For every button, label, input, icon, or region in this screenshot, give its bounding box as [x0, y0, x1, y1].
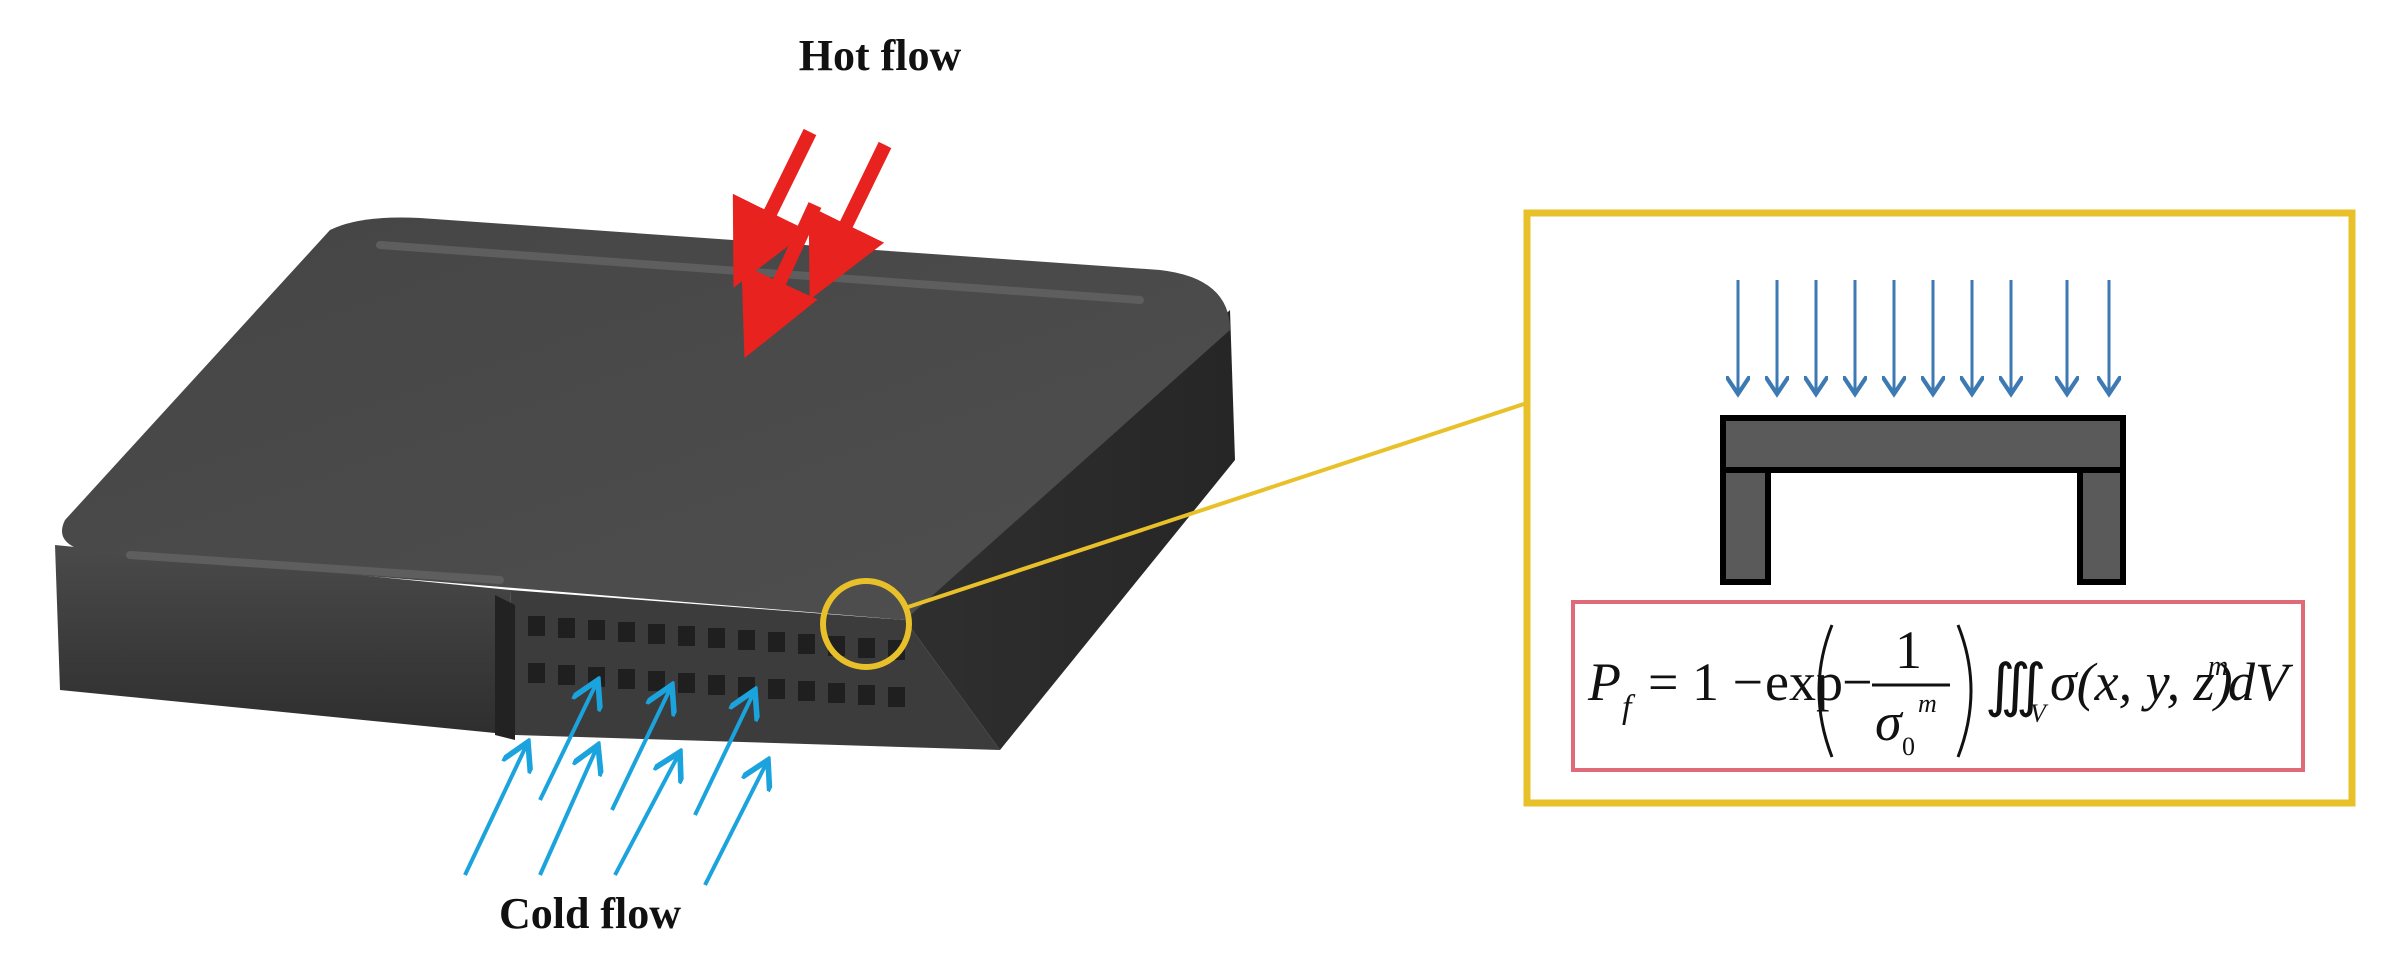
notch	[495, 595, 515, 740]
formula-denominator-subscript: 0	[1902, 732, 1915, 761]
hot-arrows	[732, 128, 892, 359]
beam-left-leg	[1720, 467, 1771, 585]
exchanger-block	[55, 217, 1235, 750]
formula-integrand-power: m	[2208, 651, 2228, 682]
red-arrow-icon	[808, 141, 892, 300]
red-arrow-icon	[741, 202, 822, 359]
formula-differential: dV	[2228, 652, 2294, 712]
load-arrows	[1738, 280, 2109, 394]
blue-arrow-icon	[703, 760, 768, 886]
hot-flow-label: Hot flow	[799, 31, 962, 80]
top-face	[62, 217, 1230, 620]
blue-arrow-icon	[693, 690, 755, 816]
failure-probability-formula: P f = 1 − exp − 1 σ 0 m ∭ V σ(x, y, z) m…	[1587, 620, 2294, 761]
formula-denominator-superscript: m	[1918, 689, 1937, 718]
formula-integral-domain: V	[2030, 699, 2049, 728]
cold-flow-label: Cold flow	[499, 889, 681, 938]
red-arrow-icon	[732, 128, 817, 288]
right-face	[905, 310, 1235, 750]
cold-arrows	[463, 680, 768, 886]
formula-lhs: P	[1587, 652, 1621, 712]
beam-structure	[1720, 415, 2126, 585]
formula-denominator: σ	[1875, 692, 1904, 752]
formula-equals-one-minus: = 1 −	[1648, 652, 1763, 712]
formula-exp: exp	[1765, 652, 1843, 712]
front-face	[55, 545, 515, 735]
formula-integrand: σ(x, y, z)	[2050, 652, 2233, 712]
blue-arrow-icon	[463, 742, 528, 876]
circle-highlight-icon	[820, 578, 912, 670]
blue-arrow-icon	[538, 680, 598, 801]
formula-triple-integral: ∭	[1985, 653, 2046, 718]
callout-leader	[904, 401, 1528, 610]
formula-minus: −	[1842, 652, 1872, 712]
blue-arrow-icon	[610, 685, 672, 811]
blue-arrow-icon	[538, 745, 598, 876]
formula-right-paren	[1956, 624, 1973, 758]
formula-numerator: 1	[1895, 620, 1922, 680]
formula-frame	[1571, 600, 2305, 772]
beam-top	[1720, 415, 2126, 473]
beam-right-leg	[2077, 467, 2126, 585]
front-groove	[126, 551, 504, 584]
formula-left-paren	[1817, 624, 1834, 758]
blue-arrow-icon	[613, 752, 680, 876]
